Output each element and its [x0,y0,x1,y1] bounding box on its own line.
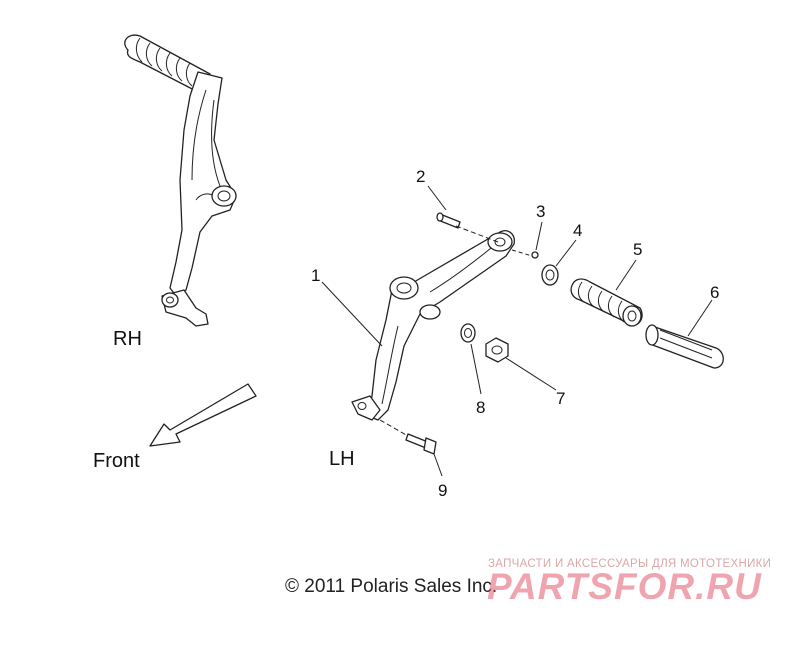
rh-grip [124,34,211,93]
lh-pivot-boss [389,276,419,300]
part-9-bolt [405,433,437,455]
rh-pivot-boss [211,185,237,207]
callout-3: 3 [536,202,545,221]
label-rh: RH [113,328,142,350]
callout-1: 1 [311,266,320,285]
part-2-pin [436,212,461,229]
callout-2: 2 [416,167,425,186]
label-front: Front [93,450,140,472]
rh-footpeg-assembly [124,34,237,327]
copyright-text: © 2011 Polaris Sales Inc. [285,576,498,597]
watermark-logo: PARTSFOR.RU [487,566,762,607]
callout-5: 5 [633,240,642,259]
part-3-clip [531,251,539,259]
part-4-washer [541,264,559,286]
rh-lever-arm [169,71,237,297]
part-8-washer [460,323,476,343]
part-6-peg-core [645,324,724,369]
front-direction-arrow [149,383,257,447]
watermark-tagline: ЗАПЧАСТИ И АКСЕССУАРЫ ДЛЯ МОТОТЕХНИКИ [488,558,772,570]
part-7-nut [485,337,509,363]
lh-footpeg-lever [351,230,515,421]
part-5-grip [570,278,643,327]
callout-8: 8 [476,398,485,417]
callout-9: 9 [438,481,447,500]
callout-7: 7 [556,389,565,408]
callout-6: 6 [710,283,719,302]
label-lh: LH [329,448,355,470]
callout-4: 4 [573,221,582,240]
